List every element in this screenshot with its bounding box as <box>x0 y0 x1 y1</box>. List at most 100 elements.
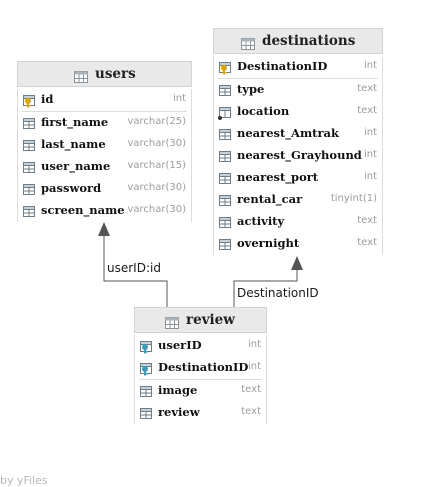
column-name: user_name <box>41 159 111 173</box>
column-name: activity <box>237 214 285 228</box>
foreign-key-icon <box>139 339 154 354</box>
table-header[interactable]: review <box>134 307 267 333</box>
column-row[interactable]: rental_car tinyint(1) <box>214 189 382 211</box>
index-column-icon <box>218 105 233 120</box>
edge-review-users[interactable] <box>103 233 168 307</box>
column-icon <box>218 127 233 142</box>
column-type: int <box>363 127 377 138</box>
column-name: type <box>237 82 265 96</box>
column-row[interactable]: last_name varchar(30) <box>18 134 191 156</box>
edge-label-destinationid: DestinationID <box>237 286 319 300</box>
column-type: int <box>247 361 261 372</box>
watermark: by yFiles <box>0 474 48 487</box>
column-icon <box>22 116 37 131</box>
column-row[interactable]: nearest_port int <box>214 167 382 189</box>
column-name: overnight <box>237 236 300 250</box>
column-name: screen_name <box>41 203 125 217</box>
column-type: int <box>363 171 377 182</box>
column-row[interactable]: image text <box>135 380 266 402</box>
column-row[interactable]: first_name varchar(25) <box>18 112 191 134</box>
column-row[interactable]: DestinationID int <box>214 56 382 78</box>
column-name: last_name <box>41 137 106 151</box>
column-type: int <box>172 93 186 104</box>
column-icon <box>22 204 37 219</box>
column-icon <box>218 215 233 230</box>
column-type: text <box>241 384 261 395</box>
column-icon <box>218 171 233 186</box>
column-type: int <box>247 339 261 350</box>
table-title: review <box>186 312 235 328</box>
column-name: id <box>41 92 54 106</box>
column-name: nearest_Grayhound <box>237 148 362 162</box>
column-type: text <box>241 406 261 417</box>
column-type: varchar(30) <box>127 182 186 193</box>
table-users[interactable]: users id int first_name varchar(25) last… <box>17 61 192 222</box>
column-name: nearest_Amtrak <box>237 126 339 140</box>
table-title: destinations <box>262 33 356 49</box>
column-icon <box>22 182 37 197</box>
column-type: varchar(25) <box>127 116 186 127</box>
column-icon <box>218 83 233 98</box>
table-header[interactable]: destinations <box>213 28 383 54</box>
column-name: image <box>158 383 198 397</box>
column-row[interactable]: overnight text <box>214 233 382 255</box>
key-separator <box>139 379 262 380</box>
column-type: text <box>357 215 377 226</box>
column-type: varchar(15) <box>127 160 186 171</box>
primary-key-icon <box>218 60 233 75</box>
column-name: first_name <box>41 115 109 129</box>
key-separator <box>22 111 187 112</box>
column-type: int <box>363 149 377 160</box>
column-name: DestinationID <box>158 360 249 374</box>
column-name: review <box>158 405 200 419</box>
column-type: varchar(30) <box>127 138 186 149</box>
column-type: varchar(30) <box>127 204 186 215</box>
primary-key-icon <box>22 93 37 108</box>
edge-review-destinations-arrowhead <box>291 256 303 270</box>
column-row[interactable]: nearest_Grayhound int <box>214 145 382 167</box>
table-destinations[interactable]: destinations DestinationID int type text… <box>213 28 383 255</box>
column-icon <box>22 160 37 175</box>
column-type: tinyint(1) <box>330 193 377 204</box>
column-row[interactable]: password varchar(30) <box>18 178 191 200</box>
table-review[interactable]: review userID int DestinationID int imag… <box>134 307 267 424</box>
column-name: location <box>237 104 290 118</box>
table-body: id int first_name varchar(25) last_name … <box>17 89 192 222</box>
column-type: text <box>357 105 377 116</box>
column-icon <box>139 406 154 421</box>
key-separator <box>218 78 378 79</box>
edge-label-userid: userID:id <box>107 261 161 275</box>
column-row[interactable]: userID int <box>135 335 266 357</box>
column-row[interactable]: type text <box>214 79 382 101</box>
column-icon <box>139 384 154 399</box>
column-row[interactable]: activity text <box>214 211 382 233</box>
column-icon <box>218 237 233 252</box>
column-row[interactable]: screen_name varchar(30) <box>18 200 191 222</box>
foreign-key-icon <box>139 361 154 376</box>
table-icon <box>241 35 255 50</box>
table-icon <box>165 314 179 329</box>
column-name: DestinationID <box>237 59 328 73</box>
column-type: text <box>357 83 377 94</box>
column-name: nearest_port <box>237 170 319 184</box>
table-body: userID int DestinationID int image text … <box>134 335 267 424</box>
column-type: text <box>357 237 377 248</box>
column-row[interactable]: location text <box>214 101 382 123</box>
table-icon <box>74 68 88 83</box>
column-icon <box>218 149 233 164</box>
column-type: int <box>363 60 377 71</box>
column-row[interactable]: DestinationID int <box>135 357 266 379</box>
edge-review-destinations[interactable] <box>233 267 298 307</box>
edge-review-users-arrowhead <box>98 222 110 236</box>
column-name: rental_car <box>237 192 303 206</box>
table-title: users <box>95 66 136 82</box>
column-icon <box>218 193 233 208</box>
column-row[interactable]: nearest_Amtrak int <box>214 123 382 145</box>
table-header[interactable]: users <box>17 61 192 87</box>
column-row[interactable]: id int <box>18 89 191 111</box>
column-row[interactable]: review text <box>135 402 266 424</box>
table-body: DestinationID int type text location tex… <box>213 56 383 255</box>
column-name: password <box>41 181 102 195</box>
column-row[interactable]: user_name varchar(15) <box>18 156 191 178</box>
